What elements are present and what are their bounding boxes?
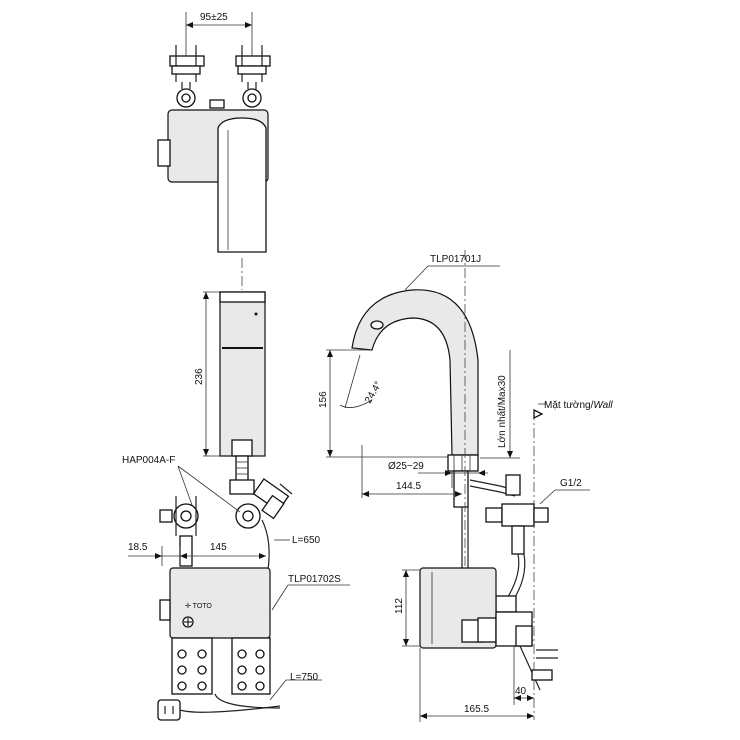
dim-145-label: 145 xyxy=(210,542,227,553)
spout-base xyxy=(447,454,479,472)
dim-156-label: 156 xyxy=(318,391,329,408)
mounting-bracket-left xyxy=(169,45,205,108)
diameter-label: Ø25~29 xyxy=(388,461,424,472)
valve-handle xyxy=(485,507,503,523)
dim-18-5-label: 18.5 xyxy=(128,542,148,553)
max30-label: Lớn nhất/Max30 xyxy=(496,375,508,448)
angle-label: 24.4° xyxy=(363,380,384,406)
terminal-block-right xyxy=(231,637,271,695)
dim-236-label: 236 xyxy=(194,368,205,385)
side-view: TLP01701J 156 24.4° Ø25~29 xyxy=(318,250,613,722)
spout-top xyxy=(217,117,267,253)
dim-144-5-label: 144.5 xyxy=(396,481,421,492)
l650-label: L=650 xyxy=(292,535,321,546)
svg-text:✛ TOTO: ✛ TOTO xyxy=(185,602,212,610)
angle-valve-hap004a xyxy=(252,478,293,520)
g12-label: G1/2 xyxy=(560,478,582,489)
l750-label: L=750 xyxy=(290,672,319,683)
dim-165-5-label: 165.5 xyxy=(464,704,489,715)
dim-112-label: 112 xyxy=(394,598,405,614)
dim-40-label: 40 xyxy=(515,686,527,697)
terminal-block-left xyxy=(171,637,213,695)
wall-label: Mặt tường/Wall xyxy=(544,400,613,411)
top-view: 95±25 xyxy=(157,12,271,290)
dim-95-label: 95±25 xyxy=(200,12,228,23)
tlp01702s-label: TLP01702S xyxy=(288,574,341,585)
mounting-bracket-right xyxy=(235,45,271,108)
power-plug-icon xyxy=(157,699,181,721)
tlp01701j-label: TLP01701J xyxy=(430,254,481,265)
front-view: 236 HAP004A-F xyxy=(122,291,350,721)
spout-body-front xyxy=(219,291,266,457)
hap004a-label: HAP004A-F xyxy=(122,455,175,466)
gooseneck-spout xyxy=(351,289,479,456)
